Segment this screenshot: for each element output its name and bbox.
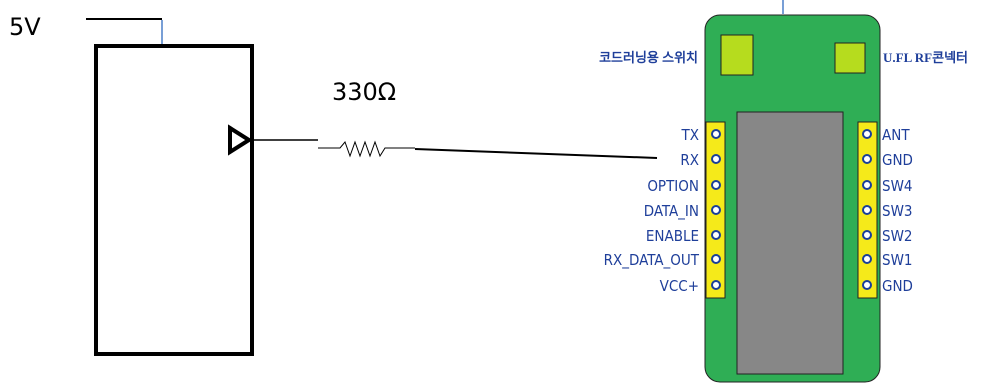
- code-learning-switch: [720, 34, 754, 76]
- pin-label-sw4: SW4: [882, 177, 913, 195]
- module-chip: [736, 111, 844, 375]
- left-pin-hole: [711, 230, 721, 240]
- ufl-connector-label: U.FL RF콘넥터: [883, 50, 968, 65]
- pin-label-sw3: SW3: [882, 202, 913, 220]
- right-pin-hole: [862, 205, 872, 215]
- right-pin-hole: [862, 129, 872, 139]
- left-pin-labels: TX RX OPTION DATA_IN ENABLE RX_DATA_OUT …: [604, 126, 700, 295]
- left-pin-hole: [711, 180, 721, 190]
- pin-label-sw2: SW2: [882, 227, 913, 245]
- pin-label-enable: ENABLE: [646, 227, 699, 245]
- pin-label-gnd-bottom: GND: [882, 277, 913, 295]
- right-pin-hole: [862, 254, 872, 264]
- left-pin-hole: [711, 205, 721, 215]
- pin-label-gnd-top: GND: [882, 151, 913, 169]
- pin-label-tx: TX: [681, 126, 699, 144]
- pin-label-rx: RX: [680, 151, 699, 169]
- component-box: [94, 44, 254, 356]
- resistor-symbol: [318, 140, 415, 158]
- left-pin-hole: [711, 280, 721, 290]
- rx-wire: [414, 148, 658, 159]
- right-pin-hole: [862, 154, 872, 164]
- right-pin-holes: [862, 129, 872, 290]
- pin-label-rx-data-out: RX_DATA_OUT: [604, 251, 700, 270]
- left-pin-hole: [711, 154, 721, 164]
- ufl-connector-pad: [834, 42, 866, 74]
- left-pin-holes: [711, 129, 721, 290]
- right-pin-hole: [862, 280, 872, 290]
- pin-label-sw1: SW1: [882, 251, 913, 269]
- supply-label: 5V: [9, 13, 41, 41]
- resistor-label: 330Ω: [332, 78, 396, 106]
- pin-label-option: OPTION: [647, 177, 699, 195]
- left-pin-hole: [711, 129, 721, 139]
- pin-label-ant: ANT: [882, 126, 910, 144]
- right-pin-hole: [862, 230, 872, 240]
- pin-label-vcc: VCC+: [660, 277, 699, 295]
- left-pin-hole: [711, 254, 721, 264]
- output-triangle: [228, 124, 253, 156]
- code-learning-switch-label: 코드러닝용 스위치: [599, 50, 698, 65]
- right-pin-labels: ANT GND SW4 SW3 SW2 SW1 GND: [882, 126, 913, 295]
- pin-label-data-in: DATA_IN: [644, 202, 699, 221]
- right-pin-hole: [862, 180, 872, 190]
